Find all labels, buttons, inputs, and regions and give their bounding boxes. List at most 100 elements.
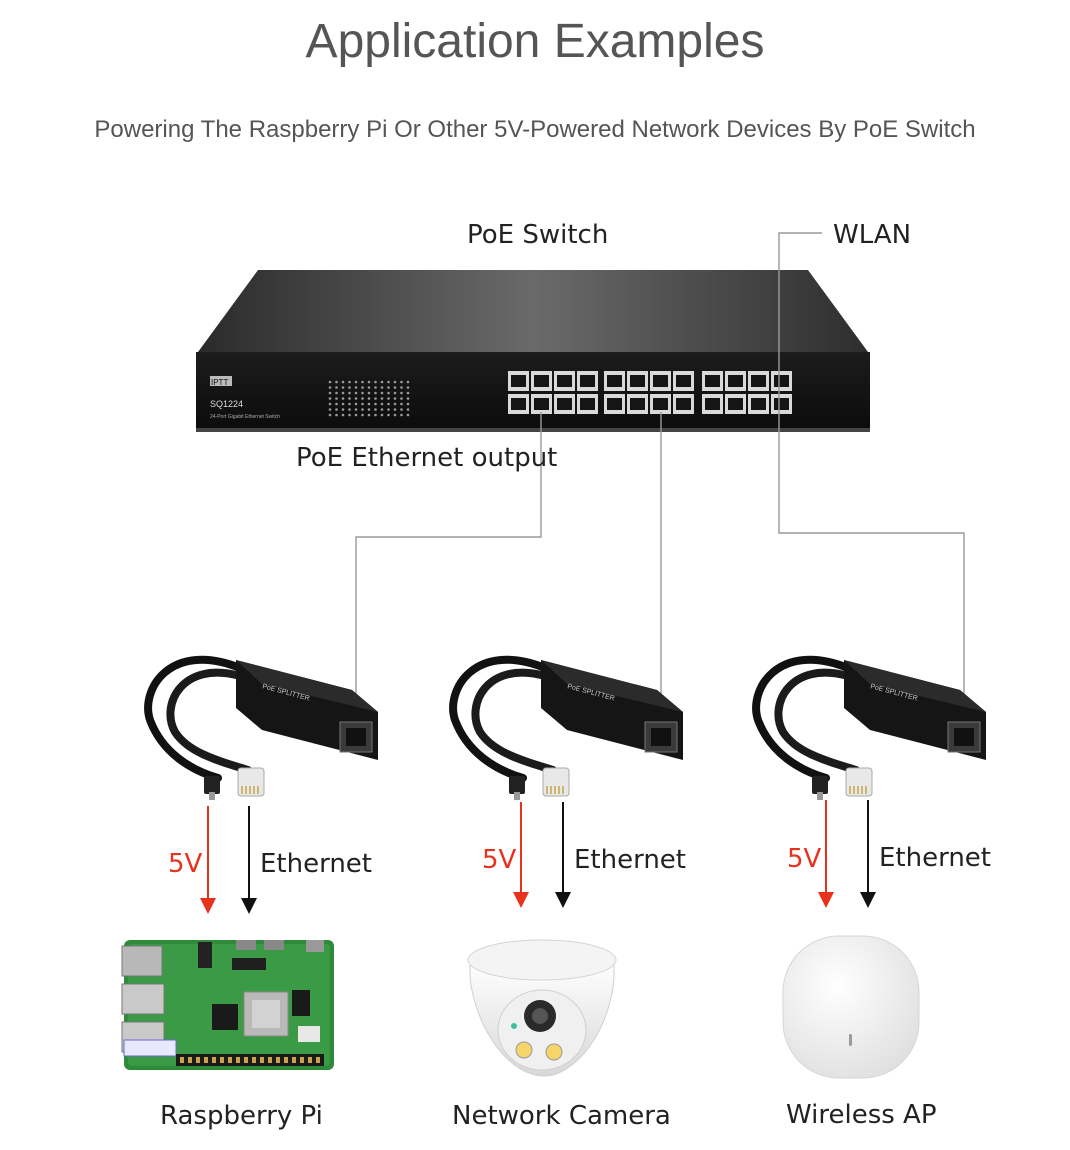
status-led	[341, 391, 345, 395]
ethernet-port-socket	[728, 398, 743, 410]
status-led	[328, 397, 332, 400]
ethernet-port-socket	[728, 375, 743, 387]
poe-output-label: PoE Ethernet output	[296, 443, 558, 473]
status-led	[374, 402, 377, 406]
switch-label: PoE Switch	[467, 220, 609, 250]
status-led	[400, 413, 403, 417]
power-label-1: 5V	[168, 849, 203, 879]
device-label-network-camera: Network Camera	[452, 1101, 671, 1131]
status-led	[387, 380, 390, 384]
status-led	[361, 397, 364, 400]
status-led	[328, 413, 332, 417]
status-led	[367, 386, 371, 389]
status-led	[328, 408, 332, 411]
status-led	[400, 386, 403, 389]
power-arrow-3	[818, 800, 834, 908]
ethernet-label-2: Ethernet	[574, 845, 686, 875]
status-led	[393, 386, 397, 389]
device-label-wireless-ap: Wireless AP	[786, 1100, 937, 1130]
switch-model: SQ1224	[210, 399, 243, 409]
raspberry-pi-board-icon	[121, 940, 334, 1070]
status-led	[361, 408, 364, 411]
ethernet-port-socket	[653, 375, 668, 387]
status-led	[374, 391, 377, 395]
status-led	[380, 386, 384, 389]
power-label-3: 5V	[787, 844, 822, 874]
status-led	[335, 402, 338, 406]
switch-top	[198, 270, 868, 352]
status-led	[367, 408, 371, 411]
switch-brand: IPTT	[211, 378, 228, 387]
status-led	[361, 391, 364, 395]
status-led	[393, 413, 397, 417]
page-title: Application Examples	[305, 15, 765, 68]
status-led	[393, 408, 397, 411]
status-led	[341, 380, 345, 384]
status-led	[400, 391, 403, 395]
status-led	[328, 402, 332, 406]
status-led	[387, 413, 390, 417]
ethernet-port-socket	[580, 398, 595, 410]
status-led	[387, 402, 390, 406]
wireless-ap-icon	[782, 935, 920, 1079]
status-led	[400, 380, 403, 384]
data-arrow-2	[555, 802, 571, 908]
status-led	[354, 413, 358, 417]
status-led	[341, 413, 345, 417]
ethernet-port-socket	[676, 398, 691, 410]
status-led	[374, 386, 377, 389]
status-led	[361, 380, 364, 384]
status-led	[400, 397, 403, 400]
data-arrow-3	[860, 800, 876, 908]
uplink-label: WLAN	[833, 220, 912, 250]
ethernet-port-socket	[751, 398, 766, 410]
ethernet-port-socket	[653, 398, 668, 410]
switch-port-panel	[508, 371, 792, 414]
status-led	[406, 408, 410, 411]
status-led	[374, 413, 377, 417]
power-label-2: 5V	[482, 845, 517, 875]
page-subtitle: Powering The Raspberry Pi Or Other 5V-Po…	[94, 116, 976, 143]
status-led	[335, 380, 338, 384]
status-led	[387, 408, 390, 411]
ethernet-port-socket	[774, 375, 789, 387]
status-led	[406, 413, 410, 417]
ethernet-port-socket	[607, 375, 622, 387]
status-led	[380, 408, 384, 411]
status-led	[348, 413, 351, 417]
ethernet-port-socket	[705, 398, 720, 410]
ethernet-label-1: Ethernet	[260, 849, 372, 879]
status-led	[328, 380, 332, 384]
status-led	[380, 413, 384, 417]
status-led	[361, 402, 364, 406]
ethernet-label-3: Ethernet	[879, 843, 991, 873]
switch-brand-logo	[210, 376, 232, 386]
status-led	[367, 380, 371, 384]
poe-splitter-2: PoE SPLITTER	[449, 655, 683, 800]
ethernet-port-socket	[511, 398, 526, 410]
device-label-raspberry-pi: Raspberry Pi	[160, 1101, 323, 1131]
status-led	[348, 391, 351, 395]
status-led	[354, 380, 358, 384]
status-led	[380, 402, 384, 406]
status-led	[341, 386, 345, 389]
status-led	[374, 408, 377, 411]
wire-port-to-splitter-1	[355, 412, 542, 713]
status-led	[387, 397, 390, 400]
ethernet-port-socket	[705, 375, 720, 387]
ethernet-port-socket	[630, 375, 645, 387]
ethernet-port-socket	[511, 375, 526, 387]
status-led	[406, 402, 410, 406]
wire-uplink-wlan	[778, 232, 822, 380]
status-led	[393, 402, 397, 406]
status-led	[393, 397, 397, 400]
status-led	[400, 402, 403, 406]
status-led	[367, 402, 371, 406]
power-arrow-2	[513, 802, 529, 908]
ethernet-port-socket	[607, 398, 622, 410]
status-led	[406, 391, 410, 395]
status-led	[341, 402, 345, 406]
status-led	[348, 397, 351, 400]
status-led	[380, 380, 384, 384]
